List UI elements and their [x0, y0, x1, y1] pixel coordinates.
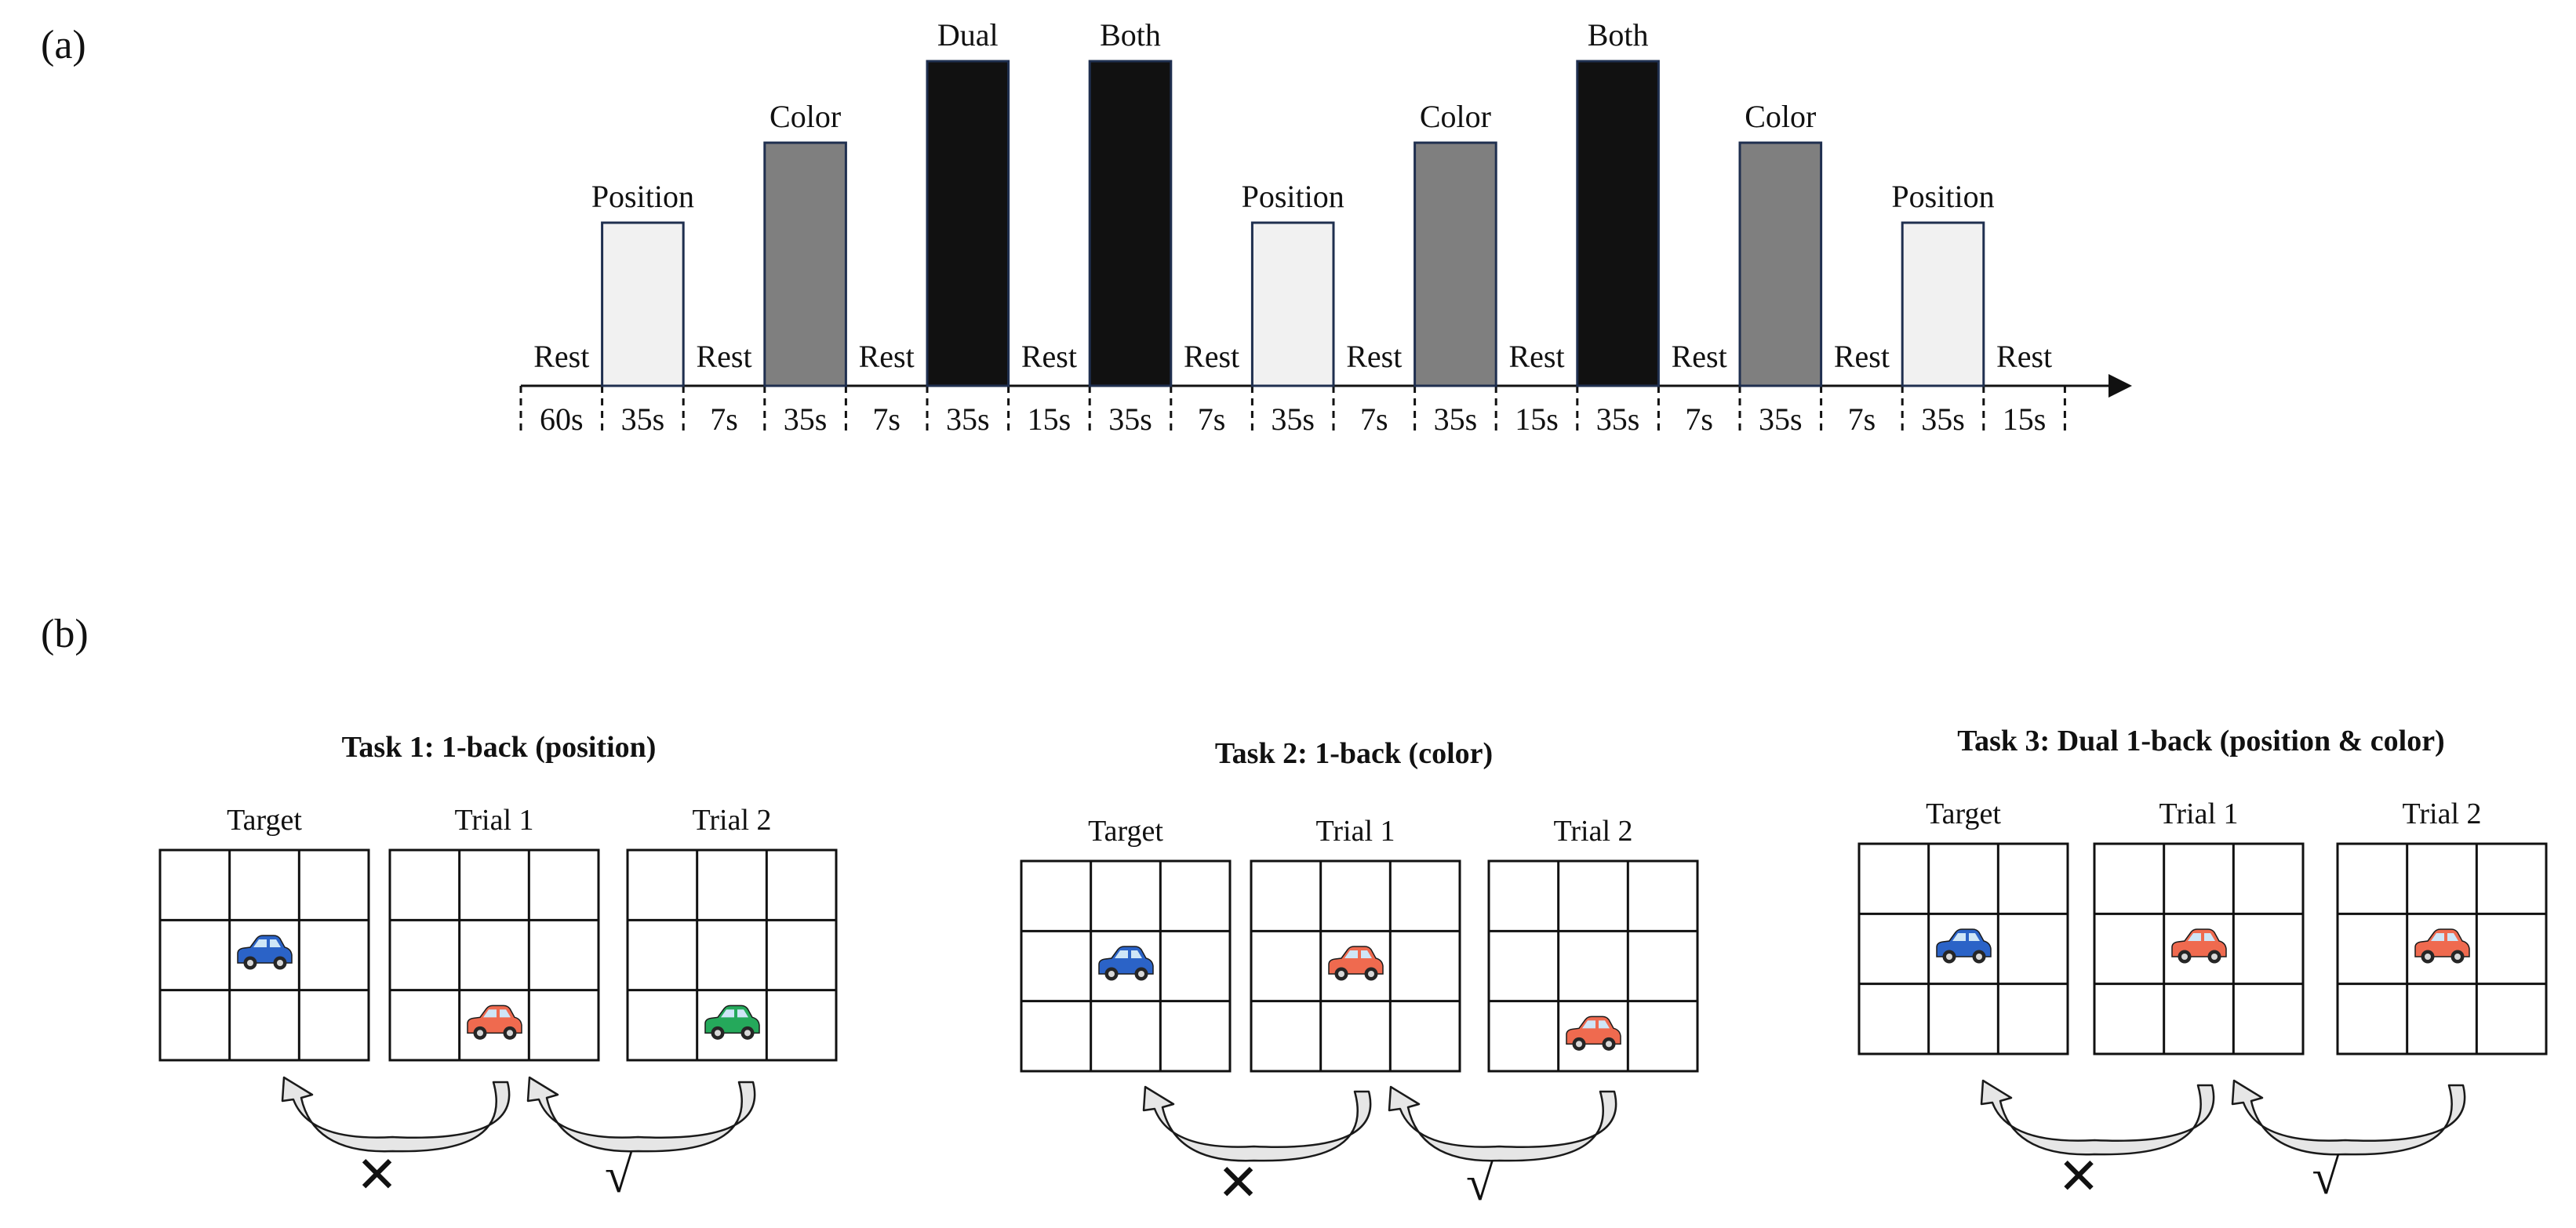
rest-label: Rest	[1672, 339, 1727, 374]
comparison-arrow	[1142, 1085, 1372, 1162]
rest-label: Rest	[1508, 339, 1564, 374]
car-icon	[467, 1005, 522, 1040]
block-label-dual: Dual	[937, 17, 999, 53]
task-block-dual	[1088, 60, 1173, 387]
grid-trial-2: Trial 2	[2336, 797, 2548, 1055]
rest-label: Rest	[859, 339, 915, 374]
panel-b-label: (b)	[41, 612, 89, 656]
duration-label: 35s	[621, 401, 665, 437]
rest-label: Rest	[1834, 339, 1890, 374]
mismatch-mark: ✕	[1217, 1155, 1260, 1211]
task-block-position	[601, 221, 685, 387]
car-icon	[1098, 946, 1154, 981]
task-block-dual	[926, 60, 1010, 387]
duration-label: 60s	[540, 401, 584, 437]
duration-label: 7s	[1685, 401, 1713, 437]
task-block-color	[1414, 141, 1497, 387]
block-label-position: Position	[1242, 179, 1344, 214]
task-block-position	[1250, 221, 1335, 387]
car-icon	[1936, 928, 1992, 964]
grid-target: Target	[1857, 797, 2069, 1055]
match-mark: √	[1466, 1155, 1494, 1211]
task-block-dual	[1576, 60, 1660, 387]
block-label-color: Color	[770, 99, 841, 134]
comparison-arrow	[2231, 1079, 2466, 1156]
grid-trial-2: Trial 2	[626, 804, 838, 1062]
grid-label: Target	[1926, 797, 2001, 830]
grid-target: Target	[158, 804, 370, 1062]
comparison-arrow	[281, 1076, 511, 1153]
duration-label: 7s	[872, 401, 901, 437]
task-title: Task 3: Dual 1-back (position & color)	[1957, 725, 2444, 758]
panel-a-label: (a)	[41, 23, 86, 67]
grid-label: Trial 1	[1315, 815, 1395, 848]
block-design-timeline: Rest 60s Position 35s Rest 7s Color 35s Rest 7s Du…	[519, 17, 2132, 437]
duration-label: 7s	[1848, 401, 1876, 437]
car-icon	[1566, 1015, 1621, 1051]
task-block-color	[1738, 141, 1823, 387]
car-icon	[2171, 928, 2227, 964]
match-mark: √	[2312, 1149, 2340, 1204]
duration-label: 35s	[1759, 401, 1803, 437]
task-title: Task 2: 1-back (color)	[1215, 737, 1493, 770]
grid-border	[1857, 842, 2069, 1055]
car-icon	[2414, 928, 2470, 964]
rest-label: Rest	[533, 339, 589, 374]
rest-label: Rest	[1346, 339, 1402, 374]
grid-label: Trial 1	[454, 804, 533, 837]
grid-label: Trial 2	[2402, 797, 2481, 830]
duration-label: 35s	[1271, 401, 1315, 437]
duration-label: 35s	[1434, 401, 1478, 437]
block-label-position: Position	[591, 179, 694, 214]
rest-label: Rest	[696, 339, 751, 374]
grid-label: Target	[227, 804, 302, 837]
car-icon	[704, 1005, 760, 1040]
duration-label: 15s	[1515, 401, 1559, 437]
grid-label: Trial 2	[692, 804, 771, 837]
grid-trial-1: Trial 1	[388, 804, 600, 1062]
block-label-dual: Both	[1588, 17, 1649, 53]
duration-label: 7s	[710, 401, 738, 437]
block-label-position: Position	[1891, 179, 1994, 214]
grid-label: Target	[1088, 815, 1163, 848]
task-block-color	[763, 141, 847, 387]
comparison-arrow	[1980, 1079, 2215, 1156]
duration-label: 7s	[1198, 401, 1226, 437]
duration-label: 15s	[2003, 401, 2047, 437]
duration-label: 35s	[784, 401, 828, 437]
rest-label: Rest	[1996, 339, 2052, 374]
rest-label: Rest	[1184, 339, 1239, 374]
duration-label: 35s	[946, 401, 990, 437]
block-label-color: Color	[1420, 99, 1491, 134]
block-label-color: Color	[1745, 99, 1816, 134]
car-icon	[237, 935, 293, 970]
duration-label: 35s	[1596, 401, 1640, 437]
comparison-arrow	[526, 1076, 756, 1153]
grid-label: Trial 2	[1553, 815, 1632, 848]
duration-label: 35s	[1108, 401, 1152, 437]
duration-label: 7s	[1360, 401, 1388, 437]
grid-target: Target	[1020, 815, 1232, 1073]
task-panel-2: Task 2: 1-back (color) Target Trial 1 Trial…	[1020, 737, 1699, 1211]
comparison-arrow	[1388, 1085, 1617, 1162]
duration-label: 35s	[1921, 401, 1965, 437]
grid-label: Trial 1	[2159, 797, 2238, 830]
block-label-dual: Both	[1100, 17, 1161, 53]
mismatch-mark: ✕	[2058, 1149, 2100, 1204]
task-block-position	[1901, 221, 1985, 387]
mismatch-mark: ✕	[356, 1147, 398, 1203]
rest-label: Rest	[1021, 339, 1077, 374]
car-icon	[1328, 946, 1384, 981]
grid-trial-1: Trial 1	[2093, 797, 2305, 1055]
task-panel-1: Task 1: 1-back (position) Target Trial 1 Tr…	[158, 731, 838, 1203]
duration-label: 15s	[1028, 401, 1072, 437]
task-title: Task 1: 1-back (position)	[342, 731, 657, 764]
grid-trial-2: Trial 2	[1487, 815, 1699, 1073]
task-panel-3: Task 3: Dual 1-back (position & color) Ta…	[1857, 725, 2548, 1204]
grid-trial-1: Trial 1	[1250, 815, 1461, 1073]
match-mark: √	[605, 1147, 633, 1203]
